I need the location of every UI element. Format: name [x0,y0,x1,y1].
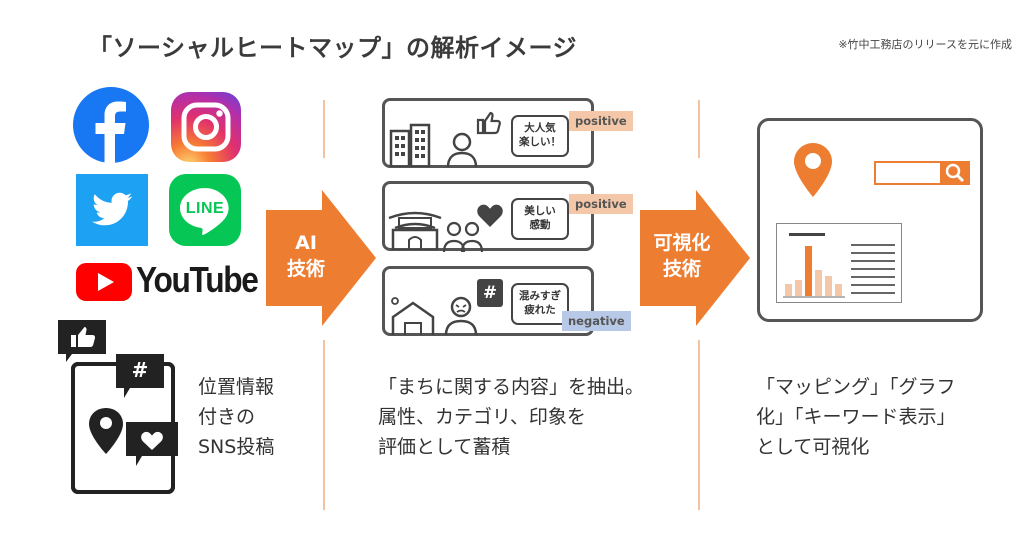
castle-icon [388,211,442,250]
sentiment-tag-3: negative [562,311,631,331]
line-logo-text: LINE [185,200,225,217]
couple-icon [443,221,483,252]
youtube-logo-text: YouTube [136,259,259,300]
sentiment-tag-2: positive [569,194,633,214]
visualization-technology-arrow [640,190,750,326]
heart-badge [126,422,178,466]
thumbs-up-badge [58,320,106,362]
hashtag-box: # [477,279,503,307]
analysis-panel-2: 美しい 感動 [382,181,594,252]
ai-technology-arrow [266,190,376,326]
divider-left-bottom [323,340,325,510]
source-note: ※竹中工務店のリリースを元に作成 [838,38,1012,51]
instagram-icon [171,92,241,162]
thumbs-up-icon [71,327,96,347]
buildings-icon [389,123,431,167]
twitter-icon [76,174,148,246]
ai-technology-label: AI 技術 [286,232,325,280]
heart-icon [141,431,163,450]
page-title: 「ソーシャルヒートマップ」の解析イメージ [88,34,578,62]
analysis-panel-1: 大人気 楽しい！ [382,98,594,168]
visualization-caption: 「マッピング」「グラフ 化」「キーワード表示」 として可視化 [756,376,956,458]
sources-caption: 位置情報 付きの SNS投稿 [198,376,275,458]
comment-bubble-2: 美しい 感動 [511,198,569,240]
tired-person-icon [444,296,478,335]
like-icon [476,111,501,135]
divider-right-bottom [698,340,700,510]
map-pin-icon [794,143,832,197]
analysis-panel-3: # 混みすぎ 疲れた [382,266,594,336]
visualization-screen [757,118,983,322]
youtube-logo: YouTube [76,259,259,302]
comment-bubble-3: 混みすぎ 疲れた [511,283,569,325]
search-icon [945,163,965,183]
divider-right-top [698,100,700,158]
amusement-icon [391,297,435,335]
visualization-technology-label: 可視化 技術 [653,232,711,280]
hashtag-badge: # [116,354,164,398]
bar-graph-icon [783,246,845,298]
heart-like-icon [477,204,503,227]
divider-left-top [323,100,325,158]
person-icon [446,132,478,167]
report-document [776,223,902,303]
search-button[interactable] [940,161,970,185]
facebook-icon [73,87,149,164]
line-icon: LINE [169,174,241,246]
hashtag-symbol: # [131,358,149,382]
youtube-icon [76,263,132,301]
report-title-line [789,233,825,236]
comment-bubble-1: 大人気 楽しい！ [511,115,569,157]
analysis-caption: 「まちに関する内容」を抽出。 属性、カテゴリ、印象を 評価として蓄積 [378,376,645,458]
sentiment-tag-1: positive [569,111,633,131]
search-box[interactable] [874,161,942,185]
report-text-lines [851,244,895,294]
